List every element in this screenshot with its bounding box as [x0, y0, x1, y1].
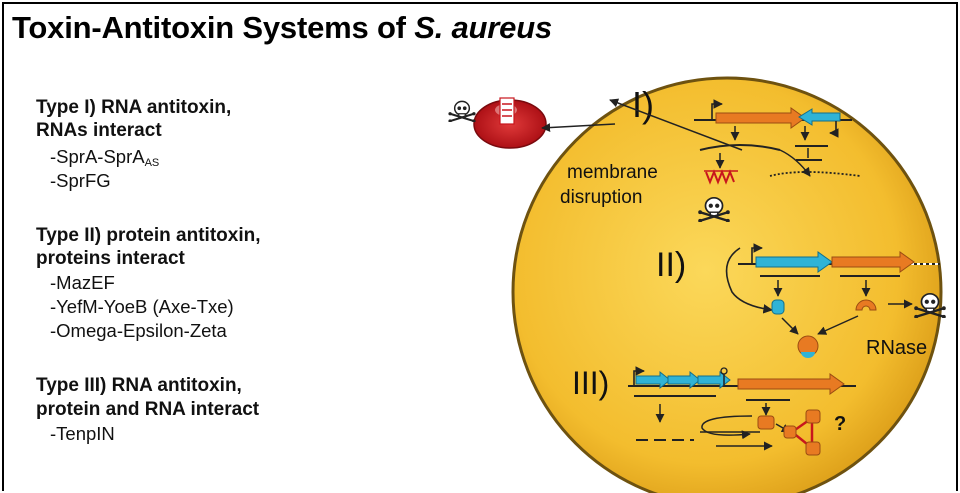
- label-disruption: disruption: [560, 187, 642, 208]
- skull-icon: [448, 101, 475, 122]
- label-membrane: membrane: [567, 162, 658, 183]
- bacterial-cell: [513, 78, 941, 493]
- label-type1: I): [632, 84, 654, 125]
- toxin-protein-type3: [758, 416, 774, 429]
- label-question: ?: [834, 413, 846, 435]
- label-type2: II): [656, 246, 686, 284]
- antitoxin-protein-type2: [772, 300, 784, 314]
- label-rnase: RNase: [866, 337, 927, 359]
- pore-icon: [500, 98, 514, 124]
- label-type3: III): [572, 365, 609, 401]
